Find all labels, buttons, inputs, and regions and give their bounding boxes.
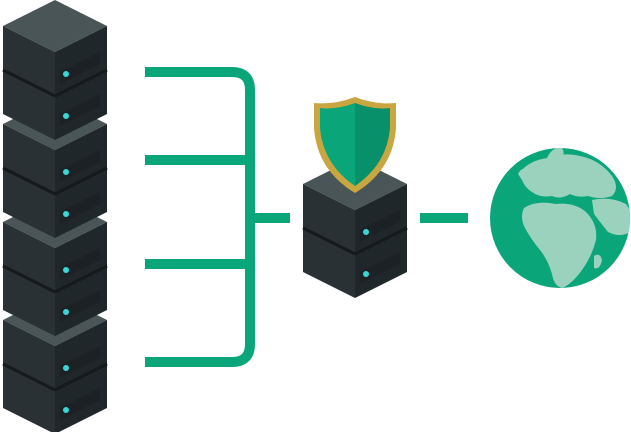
globe-land-africa [522,202,597,288]
globe-icon [490,148,630,288]
firewall-server [302,158,408,298]
server-stack [2,0,108,432]
globe-land-uk [518,168,528,180]
firewall [302,97,408,298]
server-1 [2,0,108,140]
globe-land-asia [592,198,630,235]
globe-land-europe [520,154,616,198]
server-icon [302,158,408,298]
connectors [145,67,468,367]
globe-land-scandinavia [546,148,564,165]
globe-land-madagascar [594,254,602,269]
shield-icon [314,97,396,193]
connector-server-1 [145,67,255,367]
server-icon [2,0,108,140]
